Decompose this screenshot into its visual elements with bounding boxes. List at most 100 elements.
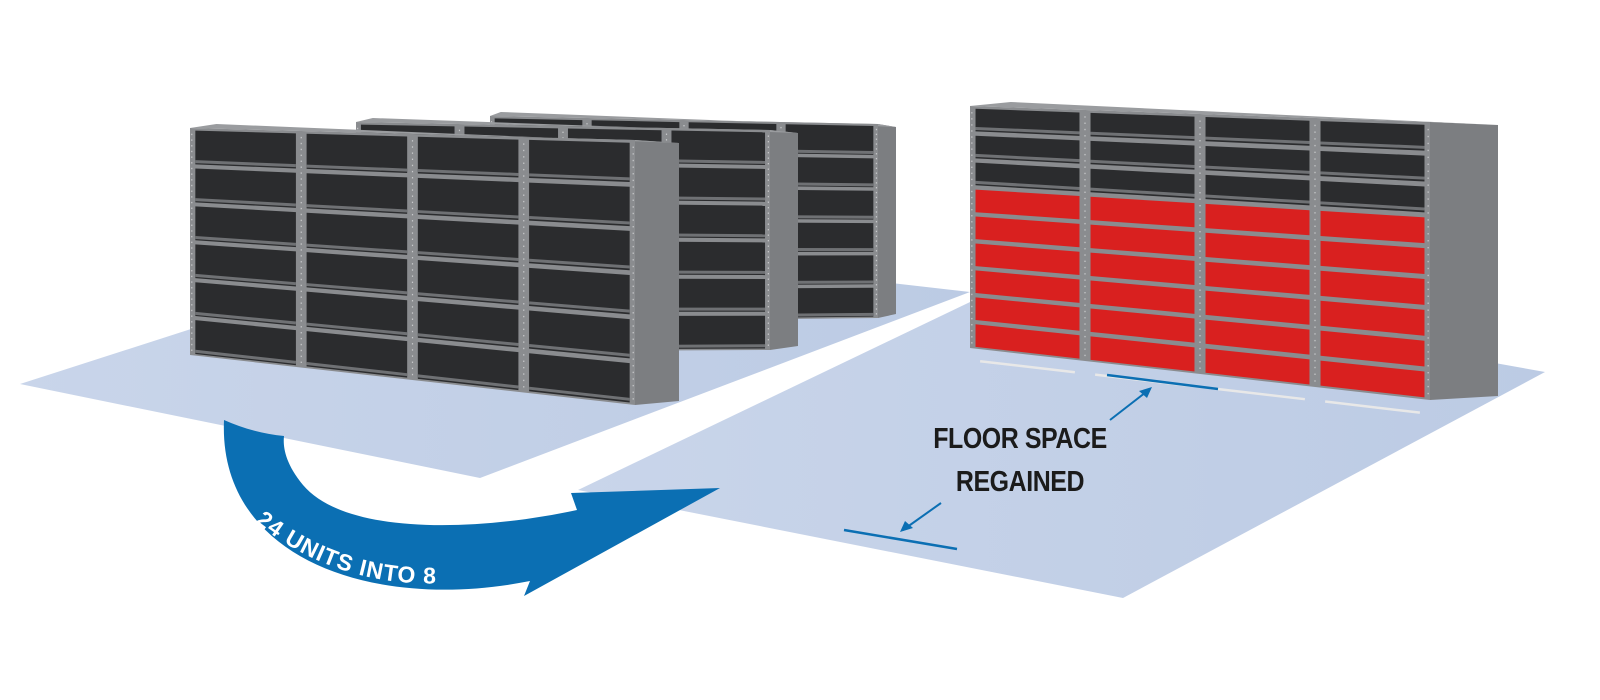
upright-slot [1199,361,1201,363]
upright-slot [1314,353,1316,355]
shelf-edge [417,374,519,389]
upright-slot [767,162,769,165]
callout-line-2: REGAINED [955,466,1085,498]
upright-slot [1314,185,1316,187]
upright-slot [411,300,414,302]
upright-slot [971,239,973,241]
cabinet-top [190,124,679,143]
upright-slot [632,159,634,162]
upright-slot [1427,309,1429,311]
arrowhead-top [1139,387,1152,398]
upright-slot [971,130,973,132]
upright-slot [300,142,302,145]
upright-slot [1314,272,1316,275]
upright-slot [767,168,769,170]
upright-slot [191,343,193,346]
upright-slot [191,298,193,300]
upright-slot [191,332,193,334]
upright-slot [875,128,878,131]
upright-slot [1427,170,1429,172]
upright-slot [523,283,525,286]
upright-slot [632,146,634,148]
upright-slot [411,220,414,222]
upright-slot [971,275,973,277]
shelf-bay [785,157,874,188]
upright-slot [875,288,878,291]
upright-slot [1314,366,1316,369]
upright-slot [1199,322,1201,324]
shelf-bay [671,241,766,276]
upright-slot [300,308,302,310]
upright-slot [1314,380,1316,382]
upright-slot [1084,153,1086,156]
floor-space-dimension [843,373,1219,551]
upright-slot [523,366,525,369]
upright-slot [971,112,973,114]
upright-slot [411,250,414,253]
upright-slot [1427,302,1429,304]
upright-slot [971,257,973,259]
shelf-edge [975,126,1080,135]
upright-slot [632,219,634,221]
upright-slot [191,145,193,147]
upright-slot [971,251,973,253]
upright-slot [1314,259,1316,261]
upright-slot [1199,205,1201,207]
upright-slot [1314,319,1316,322]
drawer [1090,308,1195,343]
upright-slot [562,131,564,134]
upright-slot [300,337,302,340]
upright-slot [632,285,634,288]
shelf-bay [306,212,408,255]
upright-slot [411,355,414,357]
shelf-edge [1090,131,1195,140]
upright-slot [357,127,359,130]
upright-slot [1084,317,1086,319]
upright-slot [523,168,525,171]
upright-slot [632,305,634,307]
upright-slot [1427,323,1429,325]
upright-slot [300,302,302,304]
upright-slot [523,200,525,203]
upright-slot [1199,172,1201,174]
upright-slot [411,281,414,283]
upright-slot [1314,218,1316,221]
upright-slot [1084,248,1086,250]
upright-slot [1199,133,1201,135]
shelf-bay [785,222,874,252]
upright-slot [632,358,634,360]
upright-slot [1084,229,1086,231]
upright-slot [1084,354,1086,357]
upright-slot [411,275,414,277]
upright-slot [300,326,302,328]
upright-slot [300,361,302,363]
upright-slot [1314,265,1316,268]
upright-slot [1314,286,1316,288]
upright-slot [411,373,414,376]
upright-slot [1199,185,1201,187]
upright-slot [411,349,414,351]
upright-slot [632,206,634,208]
upright-slot [1314,131,1316,133]
upright-slot [1084,235,1086,237]
upright-slot [1314,165,1316,167]
upright-slot [411,158,414,160]
upright-slot [1199,224,1201,226]
upright-slot [1084,197,1086,200]
upright-slot [300,343,302,346]
upright-slot [767,339,769,341]
upright-slot [1314,313,1316,315]
shelf-edge [306,362,408,377]
upright-slot [632,318,634,321]
upright-slot [191,213,193,215]
shelf-bay [195,206,296,248]
upright-slot [632,192,634,195]
shelf-edge [417,210,519,219]
upright-slot [767,328,769,330]
upright-slot [767,179,769,181]
upright-slot [411,330,414,333]
shelf-bay [785,189,874,220]
shelf-edge [1320,201,1425,211]
callout-line-1: FLOOR SPACE [933,423,1107,455]
upright-slot [191,315,193,317]
